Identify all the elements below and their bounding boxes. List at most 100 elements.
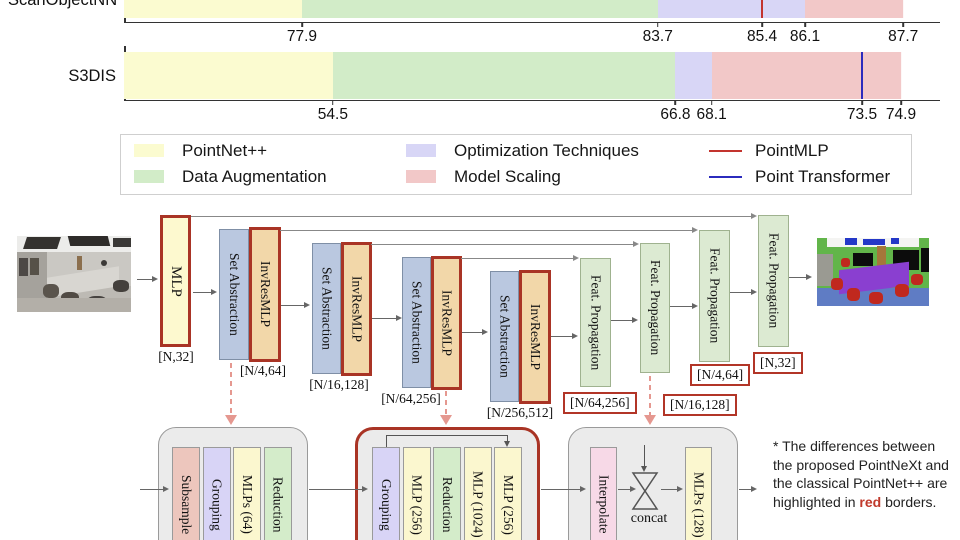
connector [541,489,580,491]
tick-label: 54.5 [317,106,348,123]
dashed-arrowhead-icon [439,415,452,425]
connector [140,489,163,491]
scene-part [853,253,873,266]
scene-part [17,298,131,312]
cell-mlp-256: MLP (256) [402,447,431,540]
x-axis-line [124,99,940,102]
scene-part [863,239,885,245]
block-feat-propagation-2: Feat. Propagation [640,243,670,373]
footnote-text: * The differences between the proposed P… [773,438,949,510]
arrowhead-icon [572,332,578,339]
scene-part [877,246,886,272]
connector [789,277,806,279]
block-invresmlp-3: InvResMLP [431,256,462,390]
bar-segment [332,52,677,99]
marker-line [760,0,764,18]
connector [372,318,396,320]
scene-part [43,284,59,298]
dim-label-n4-64: [N/4,64] [239,363,287,378]
arrowhead-icon [692,226,698,233]
x-axis-line [124,21,940,24]
tick-label: 85.4 [746,28,778,45]
block-feat-propagation-4: Feat. Propagation [758,215,789,347]
arrowhead-icon [633,240,639,247]
tick-label: 73.5 [846,106,878,123]
cell-mlps-64: MLPs (64) [233,447,261,540]
block-invresmlp-2: InvResMLP [341,242,372,376]
tick-mark [710,100,713,105]
arrowhead-icon [806,273,812,280]
block-set-abstraction-2: Set Abstraction [312,243,341,374]
legend-swatch-icon [134,144,164,157]
scene-part [30,258,39,275]
footnote: * The differences between the proposed P… [773,437,955,511]
bar-segment [805,0,905,18]
arrowhead-icon [751,212,757,219]
bar-segment [124,52,334,99]
tick-mark [761,22,763,27]
connector [739,489,751,491]
connector [281,305,304,307]
dim-box-n32: [N,32] [753,352,803,374]
block-feat-propagation-1: Feat. Propagation [580,258,611,387]
tick-label: 87.7 [888,28,919,45]
cell-grouping: Grouping [202,447,231,540]
arrowhead-icon [304,301,310,308]
stacked-bar [124,52,940,99]
dim-box-n64-256: [N/64,256] [563,392,637,414]
scene-part [831,278,843,290]
tick-mark [861,100,863,105]
bar-segment [301,0,659,18]
scene-part [113,238,131,247]
tick-mark [804,22,806,27]
connector [730,292,751,294]
skip-line-1 [191,216,751,218]
cell-mlp-1024: MLP (1024) [463,447,492,540]
scene-part [847,288,860,301]
dim-label-n32: [N,32] [158,349,194,364]
block-invresmlp-1: InvResMLP [249,227,281,362]
footnote-highlight: red [859,493,882,510]
residual-skip-line [385,435,507,437]
cell-interpolate: Interpolate [590,447,617,540]
tick-mark [674,100,677,105]
arrowhead-icon [677,485,683,492]
legend-swatch-icon [134,170,164,183]
arrowhead-icon [362,485,368,492]
legend-label: Optimization Techniques [454,140,639,160]
scene-part [19,258,28,276]
legend-swatch-icon [406,170,436,183]
block-feat-propagation-3: Feat. Propagation [699,230,730,362]
bar-segment [675,52,713,99]
cell-grouping: Grouping [372,447,400,540]
arrowhead-down-icon [503,441,510,447]
block-invresmlp-4: InvResMLP [519,270,551,404]
skip-line-4 [461,258,573,260]
tick-label: 74.9 [885,106,917,123]
connector [618,489,630,491]
legend-line-icon [709,149,742,153]
connector [309,489,362,491]
tick-label: 83.7 [642,28,673,45]
scene-part [77,256,82,270]
dashed-arrow-2 [444,391,448,415]
legend-line-icon [709,175,742,179]
arrowhead-icon [573,254,579,261]
dashed-arrow-1 [229,363,233,415]
skip-line-3 [371,244,633,246]
arrowhead-icon [632,316,638,323]
tick-mark [656,22,659,27]
tick-label: 66.8 [660,106,691,123]
concat-bowtie-icon [631,472,659,510]
scene-part [817,254,833,286]
concat-label: concat [630,511,668,526]
output-segmentation-image [817,238,929,306]
tick-label: 77.9 [286,28,318,45]
scene-part [841,258,850,267]
connector [137,279,152,281]
legend-swatch-icon [406,144,436,157]
cell-mlps-128: MLPs (128) [685,447,712,540]
scene-part [845,238,857,245]
